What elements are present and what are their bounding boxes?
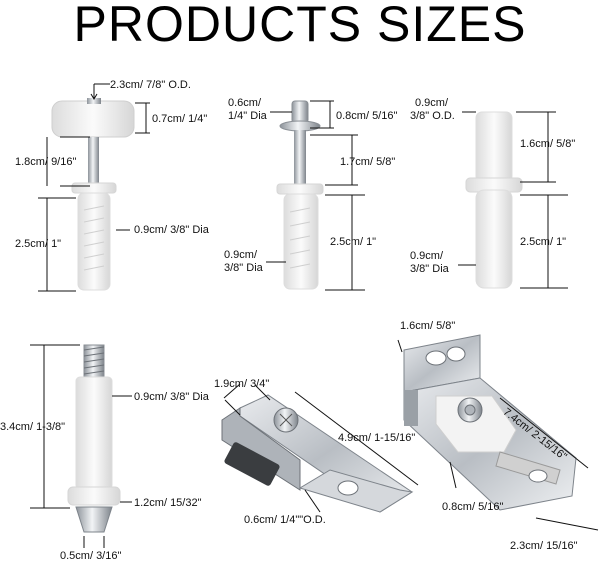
dims-product-1 xyxy=(38,83,150,292)
label-p3-od-1: 0.9cm/ xyxy=(415,97,449,109)
product-spring-pin xyxy=(276,100,324,290)
label-p6-width: 2.3cm/ 15/16" xyxy=(510,540,578,552)
label-p2-pin-dia-2: 1/4" Dia xyxy=(228,110,267,122)
label-p2-sleeve-dia-1: 0.9cm/ xyxy=(224,249,258,261)
label-p1-wheel-height: 0.7cm/ 1/4" xyxy=(152,113,208,125)
label-p5-hole: 0.6cm/ 1/4""O.D. xyxy=(244,514,326,526)
label-p6-roller: 0.8cm/ 5/16" xyxy=(442,501,504,513)
label-p3-dia-1: 0.9cm/ xyxy=(410,250,444,262)
dims-product-4 xyxy=(30,344,132,548)
product-angle-bracket xyxy=(403,334,577,511)
product-flat-bracket xyxy=(221,394,414,513)
label-p4-length: 3.4cm/ 1-3/8" xyxy=(0,421,66,433)
label-p1-shaft: 1.8cm/ 9/16" xyxy=(15,156,77,168)
dims-product-3 xyxy=(458,111,568,289)
label-p2-cap: 0.8cm/ 5/16" xyxy=(336,110,398,122)
label-p3-dia-2: 3/8" Dia xyxy=(410,263,449,275)
dims-product-5 xyxy=(223,383,419,513)
label-p2-pin-dia-1: 0.6cm/ xyxy=(228,97,262,109)
dims-product-2 xyxy=(266,100,365,291)
dims-product-6 xyxy=(397,339,599,531)
label-p2-sleeve-length: 2.5cm/ 1" xyxy=(330,236,377,248)
label-p4-tip: 0.5cm/ 3/16" xyxy=(60,550,122,562)
sleeve xyxy=(77,192,111,291)
label-p4-dia: 0.9cm/ 3/8" Dia xyxy=(134,391,209,403)
page-title: PRODUCTS SIZES xyxy=(73,0,527,52)
label-p1-sleeve-dia: 0.9cm/ 3/8" Dia xyxy=(134,224,209,236)
wheel xyxy=(51,100,135,138)
label-p4-flange: 1.2cm/ 15/32" xyxy=(134,497,202,509)
product-threaded-pivot xyxy=(67,344,121,533)
label-p2-sleeve-dia-2: 3/8" Dia xyxy=(224,262,263,274)
label-p3-od-2: 3/8" O.D. xyxy=(410,110,455,122)
label-p2-shaft: 1.7cm/ 5/8" xyxy=(340,156,396,168)
shaft xyxy=(88,137,99,187)
product-wheel-pin xyxy=(51,98,135,291)
label-p5-length: 4.9cm/ 1-15/16" xyxy=(338,432,416,444)
label-p3-top: 1.6cm/ 5/8" xyxy=(520,138,576,150)
label-p3-bottom: 2.5cm/ 1" xyxy=(520,236,567,248)
label-p5-width: 1.9cm/ 3/4" xyxy=(214,378,270,390)
product-plastic-guide xyxy=(465,111,523,289)
label-p1-sleeve-length: 2.5cm/ 1" xyxy=(15,238,62,250)
label-p6-slot: 1.6cm/ 5/8" xyxy=(400,320,456,332)
label-p1-od: 2.3cm/ 7/8" O.D. xyxy=(110,79,191,91)
